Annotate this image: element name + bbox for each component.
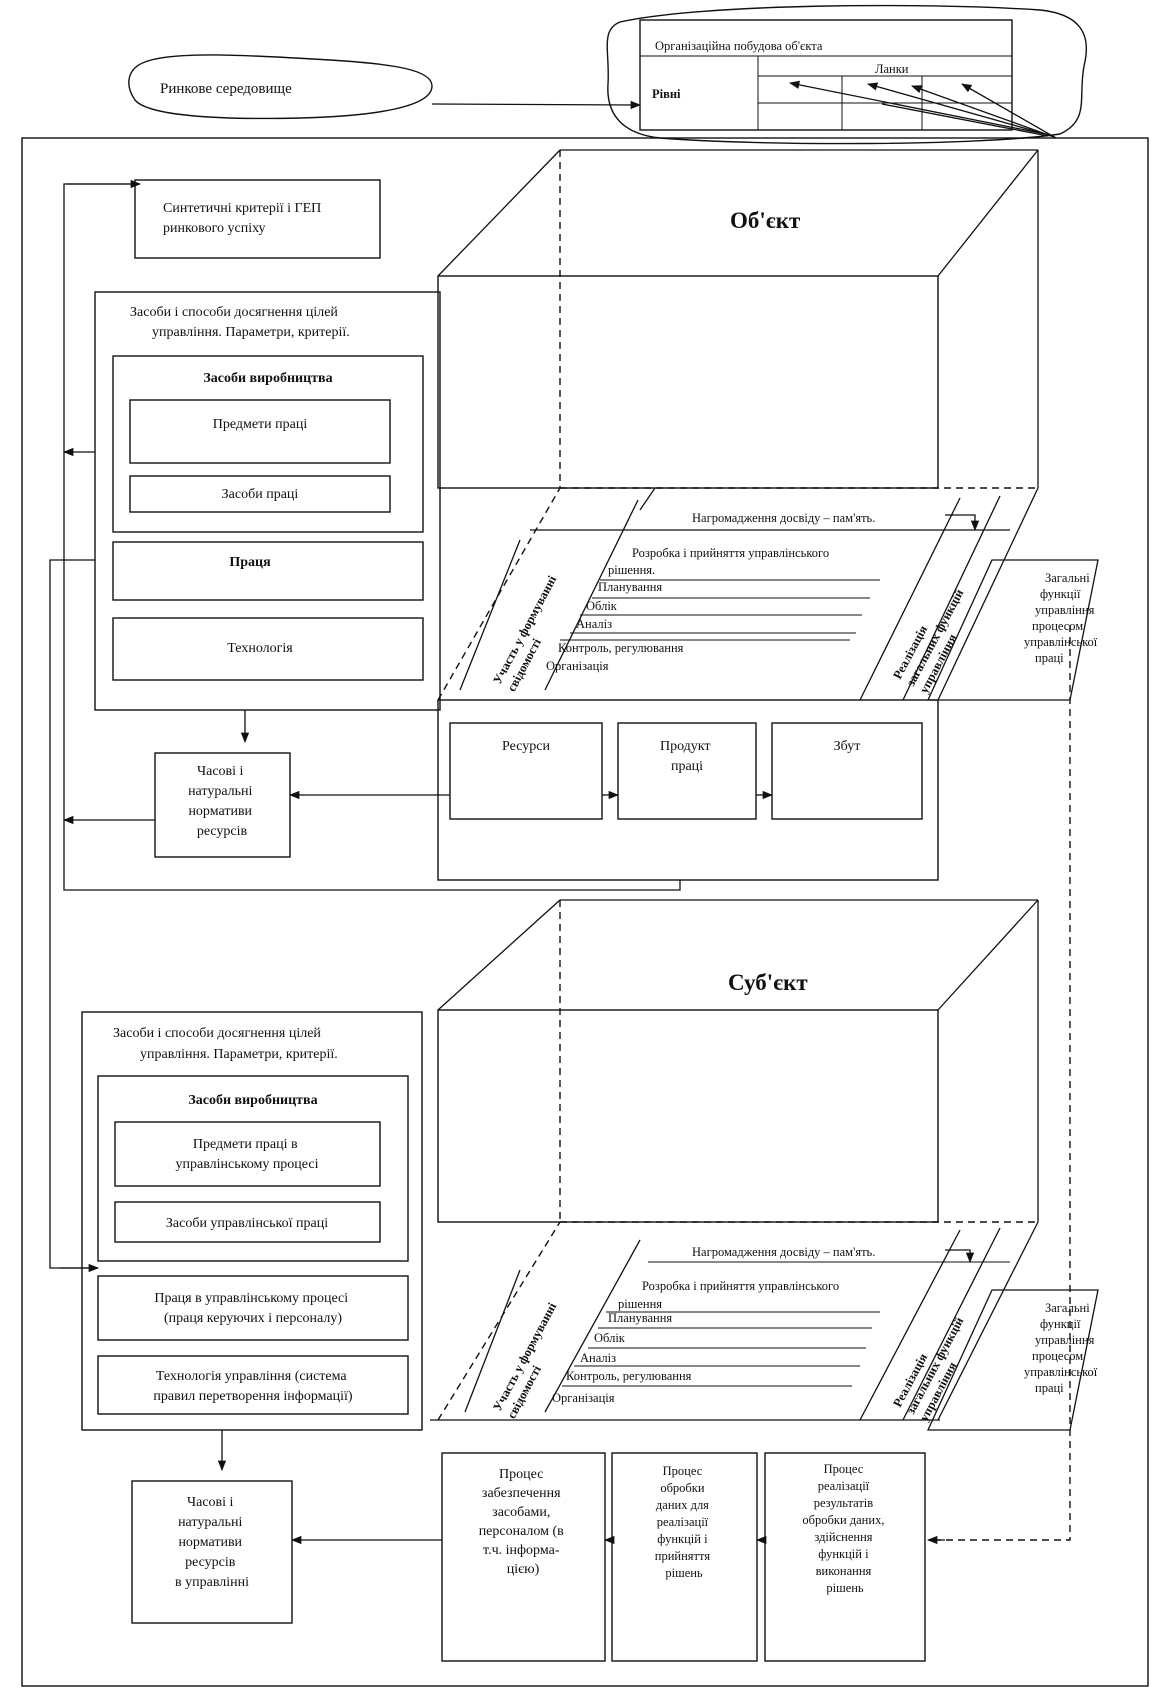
subject-labor-box: [97, 1275, 409, 1341]
object-title: Об'єкт: [730, 208, 801, 233]
org-structure-cloud: Організаційна побудова об'єкта Рівні Лан…: [606, 4, 1088, 145]
svg-text:Загальні функції: Загальні функції управління процесом упр…: [1024, 571, 1100, 665]
svg-text:Ресурси: Ресурси: [502, 739, 550, 754]
svg-text:Праця в управлінському процесі: Праця в управлінському процесі (праця ке…: [154, 1291, 351, 1326]
svg-text:Засоби управлінської праці: Засоби управлінської праці: [166, 1216, 328, 1231]
object-accumulation: Нагромадження досвіду – пам'ять.: [692, 511, 875, 525]
svg-text:Засоби і способи досягнення ці: Засоби і способи досягнення цілей управл…: [130, 305, 350, 340]
object-left-column: Синтетичні критерії і ГЕП ринкового успі…: [62, 179, 681, 891]
object-labor-means-box: [129, 475, 391, 513]
subject-production-means-box: [97, 1075, 409, 1262]
org-links-label: Ланки: [875, 62, 909, 76]
object-norms-box: [154, 752, 291, 858]
object-labor-box: [112, 541, 424, 601]
object-functions: Розробка і прийняття управлінського ріше…: [546, 546, 832, 673]
subject-accumulation: Нагромадження досвіду – пам'ять.: [692, 1245, 875, 1259]
subject-side-right: Реалізація загальних функцій управління: [890, 1305, 981, 1423]
subject-process-implementation: [764, 1452, 926, 1662]
svg-text:Предмети праці в управлі: Предмети праці в управлінському процесі: [176, 1137, 319, 1172]
market-environment: Ринкове середовище: [128, 54, 433, 120]
svg-text:Процес забезпечення: Процес забезпечення засобами, персоналом…: [479, 1467, 568, 1577]
svg-text:Засоби виробництва: Засоби виробництва: [188, 1093, 317, 1108]
object-technology-box: [112, 617, 424, 681]
subject-left-column: Засоби і способи досягнення цілей управл…: [49, 559, 442, 1624]
subject-process-data-handling: [611, 1452, 758, 1662]
svg-text:Технологія: Технологія: [227, 641, 293, 656]
object-labor-subjects-box: [129, 399, 391, 464]
subject-labor-means-box: [114, 1201, 381, 1243]
subject-labor-subjects-box: [114, 1121, 381, 1187]
svg-text:Засоби виробництва: Засоби виробництва: [203, 371, 332, 386]
svg-text:Засоби праці: Засоби праці: [222, 487, 299, 502]
subject-general-functions: Загальні функції управління процесом упр…: [926, 1289, 1100, 1431]
svg-text:Часові і натуральні: Часові і натуральні нормативи ресурсів в…: [175, 1495, 249, 1590]
market-label: Ринкове середовище: [160, 81, 292, 97]
subject-norms-box: [131, 1480, 293, 1624]
svg-text:Часові і натуральні: Часові і натуральні нормативи ресурсів: [188, 764, 256, 839]
market-arrow: [431, 100, 642, 110]
svg-text:Засоби і способи досягнення ці: Засоби і способи досягнення цілей управл…: [113, 1026, 338, 1062]
subject-technology-box: [97, 1355, 409, 1415]
svg-text:Процес реалізації: Процес реалізації результатів обробки да…: [802, 1462, 887, 1595]
svg-text:Процес обробки дан: Процес обробки даних для реалізації функ…: [655, 1464, 713, 1580]
object-means-box: [94, 291, 441, 711]
feedback-dashed-connector: [935, 625, 1071, 1541]
svg-text:Праця: Праця: [229, 555, 271, 570]
outer-frame: [21, 137, 1149, 1687]
svg-text:Загальні функції: Загальні функції управління процесом упр…: [1024, 1301, 1100, 1395]
org-table-title: Організаційна побудова об'єкта: [655, 39, 823, 53]
svg-text:Технологія управління (система: Технологія управління (система правил пе…: [153, 1369, 352, 1404]
object-general-functions: Загальні функції управління процесом упр…: [926, 559, 1100, 701]
org-levels-label: Рівні: [652, 87, 681, 101]
object-production-means-box: [112, 355, 424, 533]
svg-text:Продукт праці: Продукт праці: [660, 739, 714, 774]
svg-text:Збут: Збут: [834, 739, 861, 754]
subject-means-box: [81, 1011, 423, 1431]
object-process-product: [617, 722, 757, 820]
object-criteria-box: [134, 179, 381, 259]
svg-text:Синтетичні критерії і ГЕП: Синтетичні критерії і ГЕП ринкового успі…: [163, 201, 325, 236]
object-cube: Об'єкт Нагромадження досвіду – пам'ять. …: [437, 149, 1100, 881]
subject-functions: Розробка і прийняття управлінського ріше…: [552, 1279, 842, 1405]
subject-title: Суб'єкт: [728, 970, 808, 995]
object-process-resources: [449, 722, 603, 820]
object-side-left: Участь у формуванні свідомості: [490, 571, 575, 694]
object-process-sales: [771, 722, 923, 820]
subject-cube: Суб'єкт Нагромадження досвіду – пам'ять.…: [430, 625, 1100, 1662]
svg-text:Предмети праці: Предмети праці: [213, 417, 308, 432]
subject-process-provision: [441, 1452, 606, 1662]
